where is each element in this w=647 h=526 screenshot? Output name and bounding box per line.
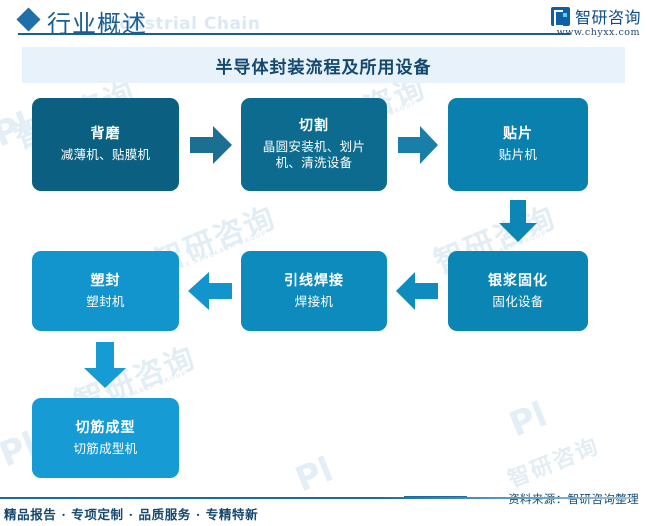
- diamond-icon: [16, 7, 41, 32]
- flow-node-title: 切割: [299, 117, 329, 134]
- flow-node-title: 贴片: [503, 126, 533, 143]
- header-watermark-subtitle: Industrial Chain: [100, 14, 261, 34]
- flow-node-desc: 焊接机: [294, 293, 334, 309]
- brand-name: 智研咨询: [574, 8, 641, 27]
- flow-node-molding[interactable]: 塑封 塑封机: [32, 251, 179, 331]
- watermark-text: 智研咨询: [504, 433, 604, 493]
- flow-node-die-attach[interactable]: 贴片 贴片机: [448, 98, 588, 191]
- arrow-molding-to-trim-form: [84, 342, 126, 388]
- flow-node-wire-bonding[interactable]: 引线焊接 焊接机: [241, 251, 387, 331]
- footer-tagline: 精品报告 · 专项定制 · 品质服务 · 专精特新: [4, 507, 259, 522]
- flow-node-title: 引线焊接: [284, 272, 344, 289]
- arrow-die-attach-to-silver-cure: [499, 200, 537, 242]
- flow-node-desc: 固化设备: [492, 293, 544, 309]
- diagram-title-band: 半导体封装流程及所用设备: [22, 47, 625, 83]
- flow-node-silver-cure[interactable]: 银浆固化 固化设备: [448, 251, 588, 331]
- flow-node-desc: 切筋成型机: [73, 440, 138, 456]
- flow-node-title: 切筋成型: [75, 419, 136, 436]
- flow-node-back-grinding[interactable]: 背磨 减薄机、贴膜机: [32, 98, 179, 191]
- flow-node-title: 银浆固化: [488, 272, 548, 289]
- source-divider: [404, 496, 467, 498]
- watermark-logo-icon: Pl: [289, 449, 339, 501]
- brand-logo: 智研咨询: [550, 4, 641, 28]
- flow-node-title: 塑封: [90, 272, 121, 289]
- watermark-logo-icon: Pl: [503, 394, 553, 446]
- flow-node-title: 背磨: [90, 126, 121, 143]
- header-divider: [18, 33, 570, 35]
- flow-node-trim-form[interactable]: 切筋成型 切筋成型机: [32, 398, 179, 478]
- arrow-dicing-to-die-attach: [398, 126, 438, 164]
- brand-url: www.chyxx.com: [556, 27, 640, 38]
- arrow-wire-bonding-to-molding: [188, 272, 232, 310]
- flow-node-desc: 塑封机: [86, 293, 125, 309]
- flow-node-dicing[interactable]: 切割 晶圆安装机、划片机、清洗设备: [241, 98, 387, 191]
- arrow-silver-cure-to-wire-bonding: [396, 272, 438, 310]
- footer-divider: [0, 497, 634, 499]
- diagram-title: 半导体封装流程及所用设备: [215, 57, 432, 78]
- chyxx-logo-icon: [550, 6, 570, 27]
- source-note: 资料来源：智研咨询整理: [508, 492, 639, 506]
- flow-node-desc: 晶圆安装机、划片机、清洗设备: [262, 138, 366, 171]
- flow-node-desc: 贴片机: [498, 147, 538, 162]
- arrow-back-grinding-to-dicing: [190, 126, 232, 164]
- flow-node-desc: 减薄机、贴膜机: [60, 147, 151, 162]
- page-header: Industrial Chain 行业概述 智研咨询 www.chyxx.com: [0, 0, 647, 40]
